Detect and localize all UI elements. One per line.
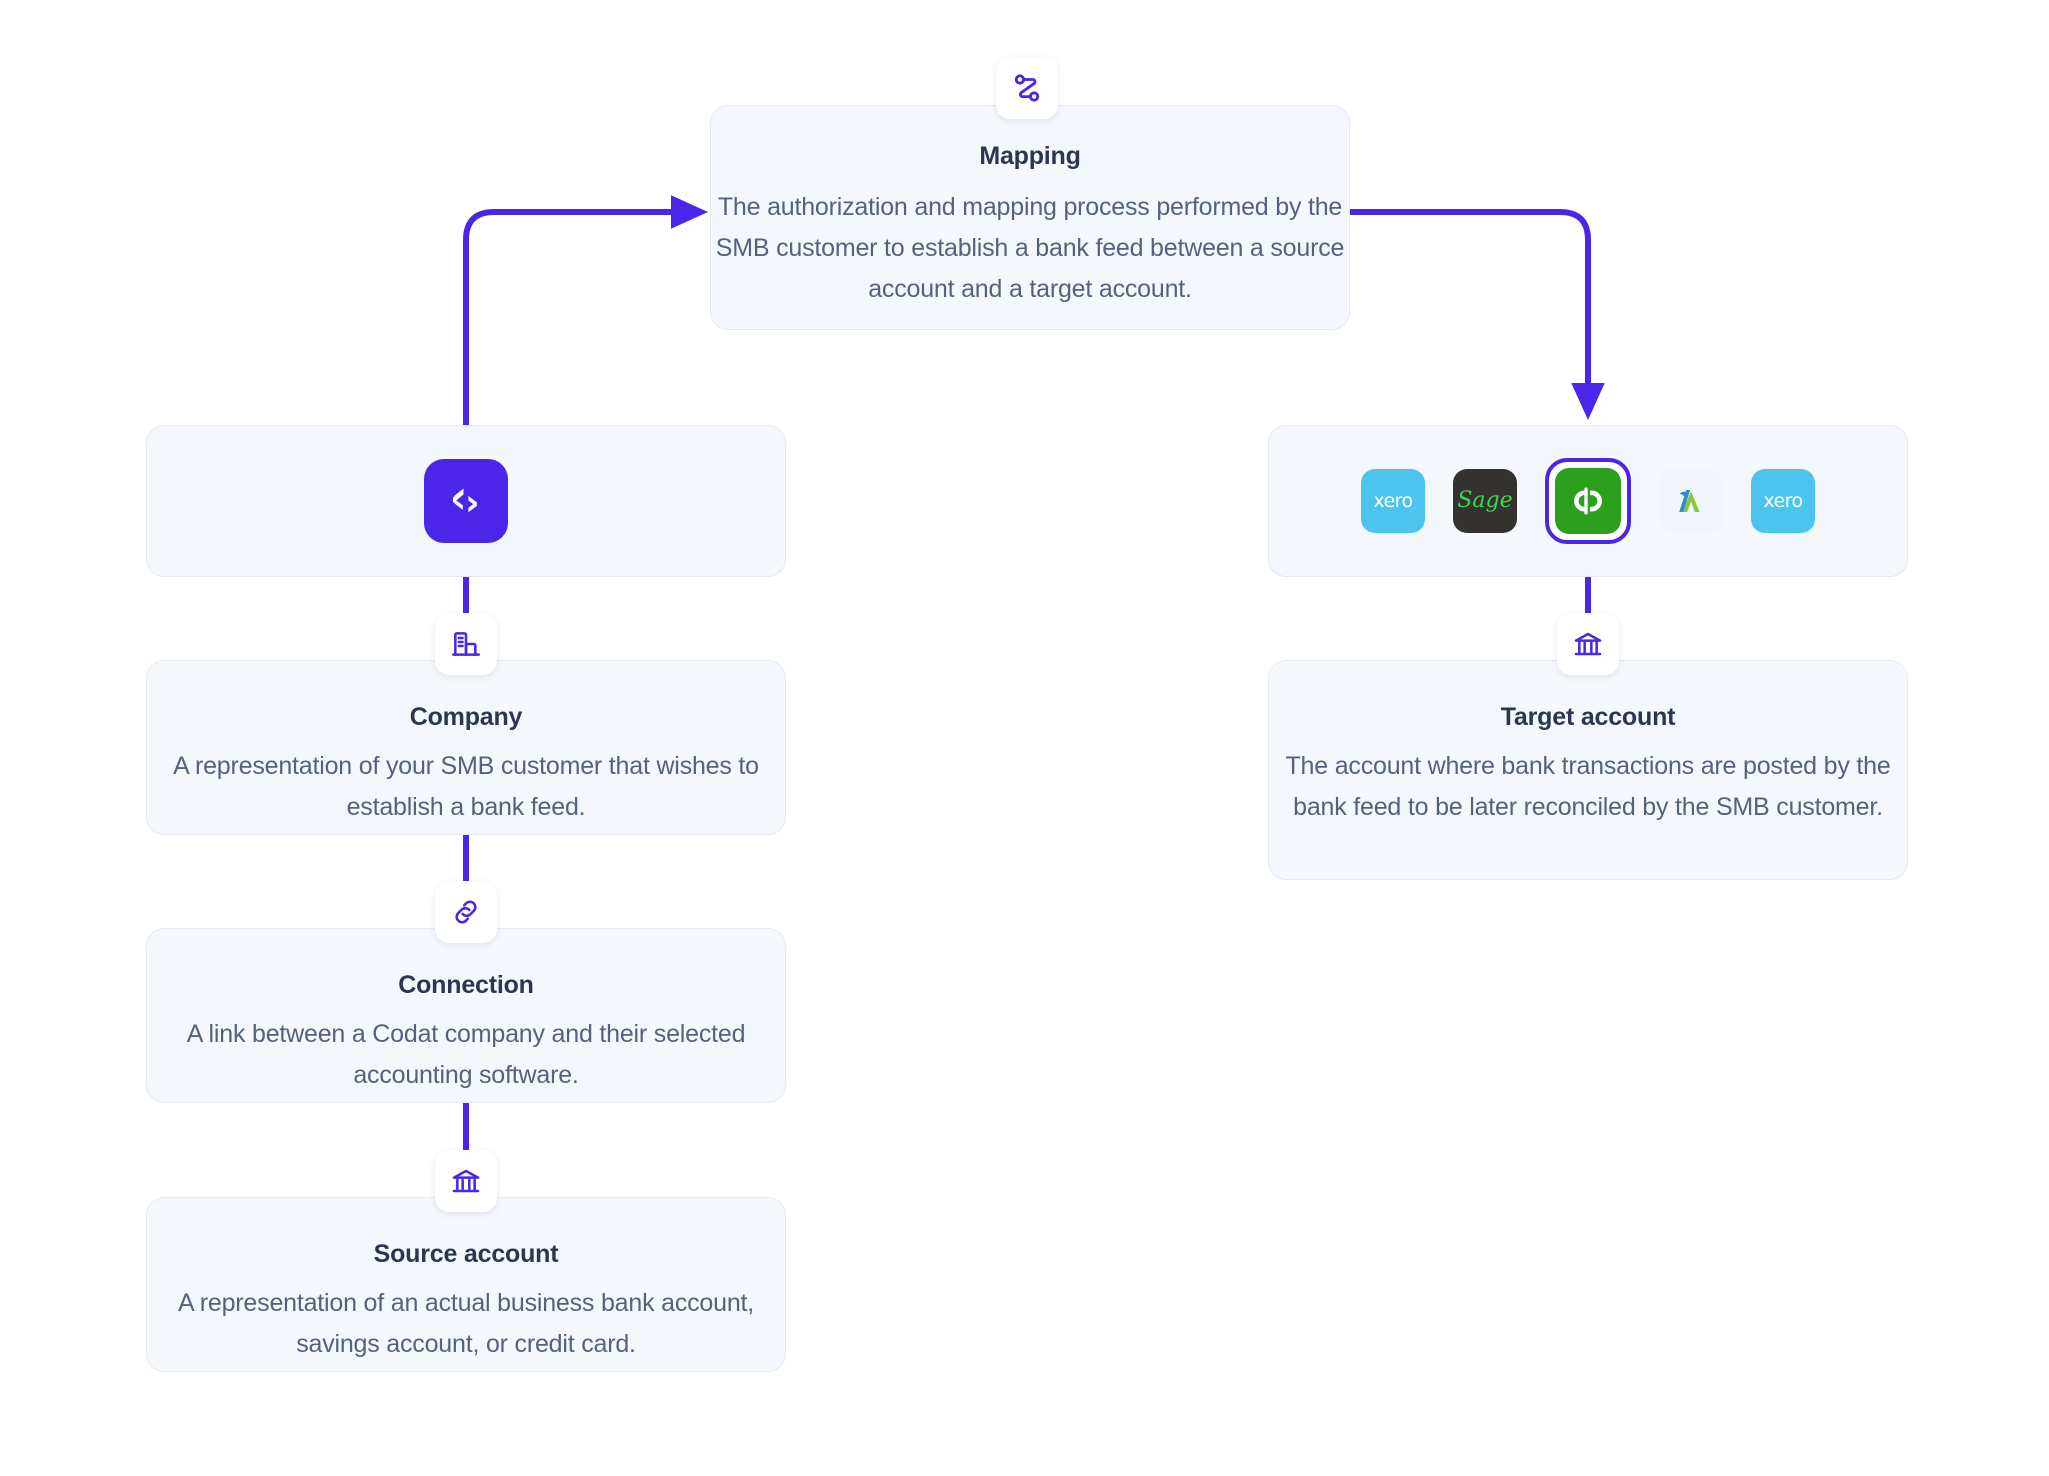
platform-tile-freeagent[interactable] — [1659, 469, 1723, 533]
quickbooks-logo-icon — [1555, 468, 1621, 534]
connector-codat-to-mapping — [463, 195, 708, 428]
node-target-account[interactable]: Target account The account where bank tr… — [1268, 660, 1908, 880]
target-account-title: Target account — [1500, 703, 1676, 731]
source-account-description: A representation of an actual business b… — [177, 1289, 755, 1358]
mapping-description: The authorization and mapping process pe… — [715, 193, 1345, 303]
company-title: Company — [409, 703, 523, 731]
connector-mapping-to-platforms — [1347, 209, 1605, 420]
freeagent-logo-icon — [1679, 490, 1700, 512]
company-description: A representation of your SMB customer th… — [173, 752, 759, 821]
building-icon — [435, 613, 497, 675]
platform-tile-xero-1[interactable]: xero — [1361, 469, 1425, 533]
mapping-title: Mapping — [979, 142, 1081, 170]
mapping-route-icon — [996, 57, 1058, 119]
target-account-description: The account where bank transactions are … — [1285, 752, 1891, 821]
platform-tile-sage[interactable]: Sage — [1453, 469, 1517, 533]
xero-logo-icon: xero — [1763, 489, 1803, 512]
codat-logo-icon — [424, 459, 508, 543]
link-icon — [435, 881, 497, 943]
node-mapping[interactable]: Mapping The authorization and mapping pr… — [710, 105, 1350, 330]
node-source-account[interactable]: Source account A representation of an ac… — [146, 1197, 786, 1372]
platform-tile-xero-2[interactable]: xero — [1751, 469, 1815, 533]
bank-icon — [435, 1150, 497, 1212]
sage-logo-icon: Sage — [1457, 488, 1513, 513]
node-connection[interactable]: Connection A link between a Codat compan… — [146, 928, 786, 1103]
node-codat-platform[interactable] — [146, 425, 786, 577]
xero-logo-icon: xero — [1373, 489, 1413, 512]
connection-description: A link between a Codat company and their… — [186, 1020, 746, 1089]
source-account-title: Source account — [373, 1240, 559, 1268]
bank-icon — [1557, 613, 1619, 675]
node-accounting-platforms[interactable]: xero Sage xero — [1268, 425, 1908, 577]
connection-title: Connection — [398, 971, 534, 999]
node-company[interactable]: Company A representation of your SMB cus… — [146, 660, 786, 835]
platform-tile-quickbooks-selected[interactable] — [1545, 458, 1631, 544]
